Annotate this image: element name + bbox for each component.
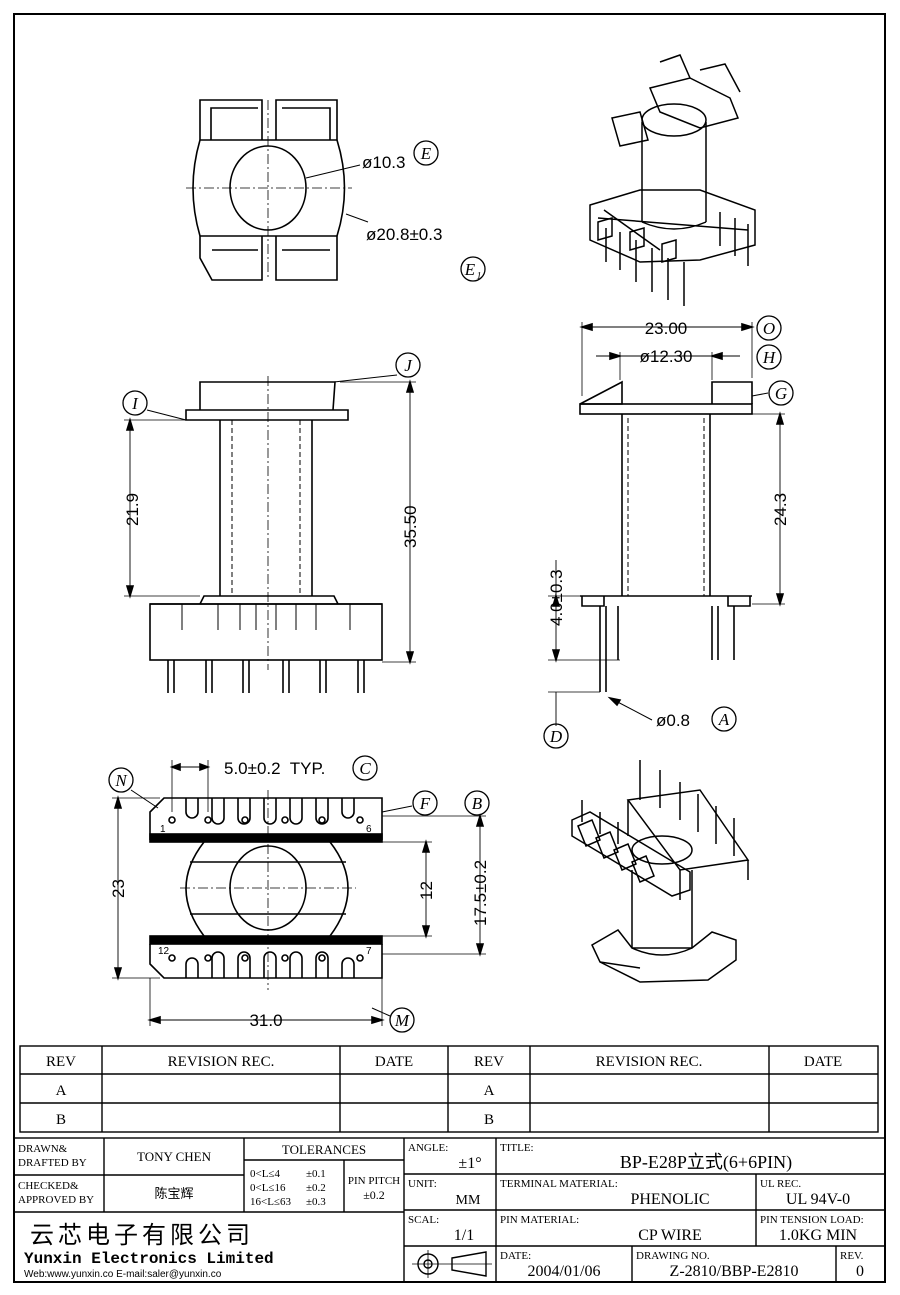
title-block-grid [13,1137,886,1283]
pin-number-6: 6 [366,824,372,835]
projection-symbol-icon [412,1250,492,1278]
rev-header-record-left: REVISION REC. [168,1054,275,1070]
tolerance-value-2: ±0.2 [306,1182,326,1194]
dim-height-21-9: 21.9 [123,493,142,526]
front-view [124,374,416,693]
pin-pitch-value: ±0.2 [363,1188,385,1202]
pin-number-7: 7 [366,946,372,957]
tolerance-range-2: 0<L≤16 [250,1182,286,1194]
date-label: DATE: [500,1250,531,1262]
checked-by-value: 陈宝辉 [154,1186,193,1201]
pin-material-label: PIN MATERIAL: [500,1214,579,1226]
drawing-no-label: DRAWING NO. [636,1250,710,1262]
label-E1: E [464,260,476,279]
label-H: H [762,348,777,367]
terminal-material-label: TERMINAL MATERIAL: [500,1178,618,1190]
unit-value: MM [456,1193,481,1208]
tolerance-value-3: ±0.3 [306,1196,326,1208]
ul-rec-value: UL 94V-0 [786,1191,850,1208]
callout-labels [108,140,794,1033]
label-N: N [114,771,128,790]
pin-material-value: CP WIRE [638,1227,702,1244]
dim-height-4-0: 4.0±0.3 [547,569,566,626]
drawing-title: BP-E28P立式(6+6PIN) [620,1152,792,1173]
revision-table [19,1045,879,1133]
rev-row-a-right: A [484,1083,495,1099]
drawn-by-value: TONY CHEN [137,1149,212,1164]
bottom-view [112,760,486,1026]
terminal-material-value: PHENOLIC [630,1191,709,1208]
rev-value: 0 [856,1263,864,1280]
dim-height-23: 23 [109,879,128,898]
rev-row-a-left: A [56,1083,67,1099]
label-A: A [718,710,730,729]
dim-diameter-10-3: ø10.3 [362,153,405,172]
rev-row-b-right: B [484,1112,494,1128]
label-I: I [131,394,139,413]
label-O: O [763,319,775,338]
isometric-view-top [589,54,756,306]
tolerances-label: TOLERANCES [282,1142,366,1157]
scale-label: SCAL: [408,1214,439,1226]
top-end-view [186,99,369,281]
rev-header-record-right: REVISION REC. [596,1054,703,1070]
pin-tension-label: PIN TENSION LOAD: [760,1214,864,1226]
tolerance-range-1: 0<L≤4 [250,1168,280,1180]
dim-diameter-0-8: ø0.8 [656,711,690,730]
label-G: G [775,384,787,403]
dim-diameter-20-8: ø20.8±0.3 [366,225,442,244]
label-D: D [549,727,563,746]
tolerance-range-3: 16<L≤63 [250,1196,291,1208]
pin-number-12: 12 [158,946,170,957]
rev-header-date-right: DATE [804,1054,842,1070]
checked-by-label-line2: APPROVED BY [18,1194,94,1206]
dim-height-12: 12 [417,881,436,900]
angle-value: ±1° [458,1155,481,1172]
label-J: J [404,356,413,375]
dim-width-31-0: 31.0 [249,1011,282,1030]
pin-pitch-label: PIN PITCH [348,1175,400,1187]
dim-diameter-12-30: ø12.30 [640,347,693,366]
rev-header-rev-right: REV [474,1054,504,1070]
rev-row-b-left: B [56,1112,66,1128]
label-B: B [472,794,483,813]
pin-tension-value: 1.0KG MIN [779,1227,858,1244]
dim-pin-pitch: 5.0±0.2 TYP. [224,759,325,778]
rev-label: REV. [840,1250,864,1262]
rev-header-date-left: DATE [375,1054,413,1070]
rev-header-rev-left: REV [46,1054,76,1070]
company-name-cn: 云芯电子有限公司 [30,1222,254,1249]
tolerance-value-1: ±0.1 [306,1168,326,1180]
sheet-border [13,13,886,1283]
scale-value: 1/1 [454,1227,474,1244]
company-web-email: Web:www.yunxin.co E-mail:saler@yunxin.co [24,1269,222,1280]
company-name-en: Yunxin Electronics Limited [24,1250,274,1268]
title-label: TITLE: [500,1142,534,1154]
dim-height-24-3: 24.3 [771,493,790,526]
ul-rec-label: UL REC. [760,1178,801,1190]
dim-height-35-50: 35.50 [401,505,420,548]
dim-height-17-5: 17.5±0.2 [471,860,490,926]
side-view [548,322,785,726]
angle-label: ANGLE: [408,1142,448,1154]
drawing-no-value: Z-2810/BBP-E2810 [670,1263,799,1280]
drawn-by-label-line2: DRAFTED BY [18,1157,87,1169]
dim-width-23-00: 23.00 [645,319,688,338]
date-value: 2004/01/06 [528,1263,601,1280]
unit-label: UNIT: [408,1178,437,1190]
label-E1-subscript: 1 [477,271,482,282]
label-F: F [419,794,431,813]
label-E: E [420,144,432,163]
drawn-by-label-line1: DRAWN& [18,1143,68,1155]
label-C: C [359,759,371,778]
label-M: M [394,1011,410,1030]
isometric-view-bottom [571,760,750,983]
pin-number-1: 1 [160,824,166,835]
checked-by-label-line1: CHECKED& [18,1180,79,1192]
